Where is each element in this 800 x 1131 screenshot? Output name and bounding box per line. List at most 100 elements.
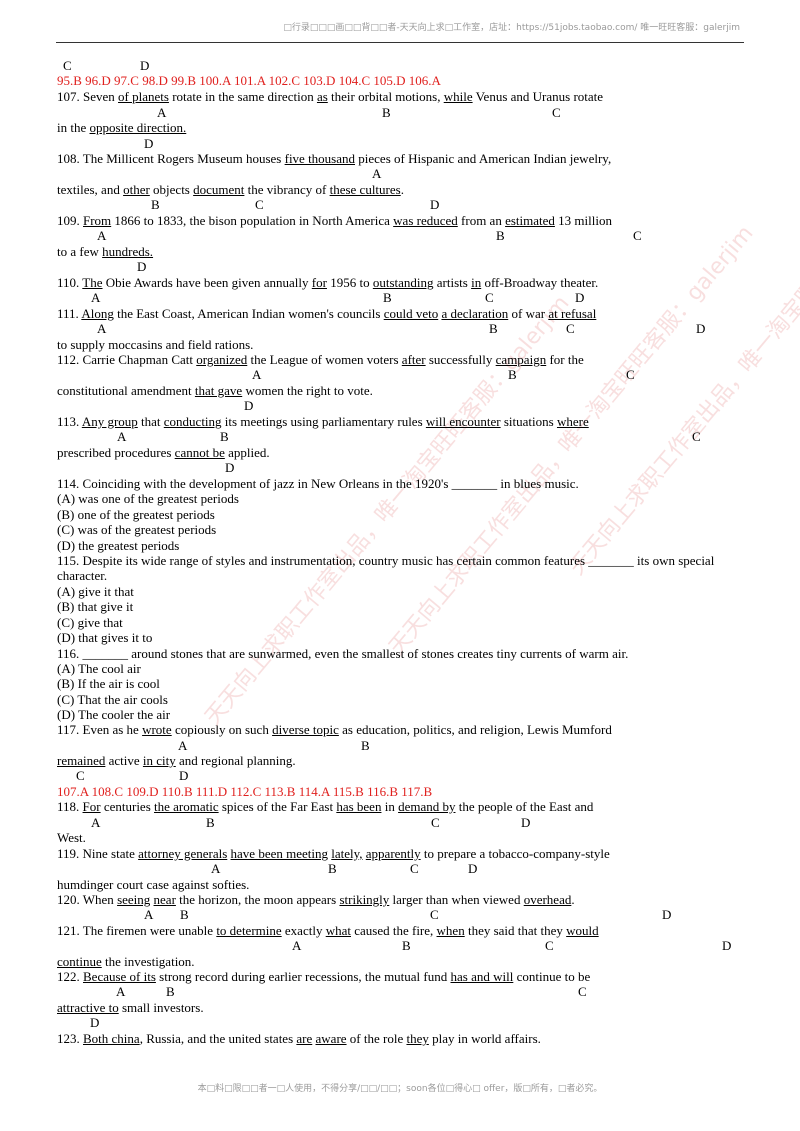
- text-line: (B) If the air is cool: [57, 676, 160, 691]
- option-letter: D: [696, 321, 706, 336]
- option-letter: B: [361, 738, 370, 753]
- option-letter: C: [63, 58, 72, 73]
- option-letter: B: [402, 938, 411, 953]
- text-line: in the opposite direction.: [57, 120, 187, 135]
- option-letter: D: [722, 938, 732, 953]
- option-letter: B: [328, 861, 337, 876]
- text-line: remained active in city and regional pla…: [57, 753, 296, 768]
- option-letter: A: [178, 738, 188, 753]
- text-line: 114. Coinciding with the development of …: [57, 476, 579, 491]
- text-line: humdinger court case against softies.: [57, 877, 250, 892]
- option-letter: D: [90, 1015, 100, 1030]
- text-line: (C) was of the greatest periods: [57, 522, 217, 537]
- option-letter: B: [151, 197, 160, 212]
- option-letter: D: [137, 259, 147, 274]
- text-line: 109. From 1866 to 1833, the bison popula…: [57, 213, 612, 228]
- option-letter: A: [292, 938, 302, 953]
- text-line: 122. Because of its strong record during…: [57, 969, 591, 984]
- text-line: to supply moccasins and field rations.: [57, 337, 254, 352]
- option-letter: A: [97, 321, 107, 336]
- option-letter: D: [662, 907, 672, 922]
- option-letter: D: [140, 58, 150, 73]
- text-line: (A) was one of the greatest periods: [57, 491, 239, 506]
- text-line: (D) the greatest periods: [57, 538, 180, 553]
- option-letter: D: [244, 398, 254, 413]
- text-line: (D) that gives it to: [57, 630, 153, 645]
- option-letter: B: [382, 105, 391, 120]
- watermark: 天天向上求职工作室出品，唯一淘宝旺旺客服：galerjim: [564, 141, 800, 580]
- option-letter: C: [552, 105, 561, 120]
- text-line: 116. _______ around stones that are sunw…: [57, 646, 629, 661]
- option-letter: C: [692, 429, 701, 444]
- page-footer: 本□料□限□□者一□人使用，不得分享/□□/□□；soon各位□得心□ offe…: [197, 1084, 603, 1094]
- option-letter: A: [91, 815, 101, 830]
- text-line: (C) give that: [57, 615, 123, 630]
- text-line: 123. Both china, Russia, and the united …: [57, 1031, 541, 1046]
- text-line: to a few hundreds.: [57, 244, 154, 259]
- option-letter: D: [430, 197, 440, 212]
- option-letter: A: [116, 984, 126, 999]
- option-letter: C: [410, 861, 419, 876]
- text-line: (A) give it that: [57, 584, 134, 599]
- option-letter: B: [508, 367, 517, 382]
- option-letter: D: [468, 861, 478, 876]
- option-letter: B: [489, 321, 498, 336]
- option-letter: C: [76, 768, 85, 783]
- text-line: continue the investigation.: [57, 954, 195, 969]
- option-letter: A: [91, 290, 101, 305]
- text-line: prescribed procedures cannot be applied.: [57, 445, 270, 460]
- option-letter: A: [117, 429, 127, 444]
- text-line: (B) one of the greatest periods: [57, 507, 215, 522]
- text-line: 119. Nine state attorney generals have b…: [57, 846, 610, 861]
- option-letter: A: [157, 105, 167, 120]
- text-line: West.: [57, 830, 86, 845]
- option-letter: A: [372, 166, 382, 181]
- header-divider: [56, 42, 744, 43]
- text-line: 113. Any group that conducting its meeti…: [57, 414, 589, 429]
- option-letter: A: [97, 228, 107, 243]
- answer-key-line: 95.B 96.D 97.C 98.D 99.B 100.A 101.A 102…: [57, 73, 441, 88]
- option-letter: D: [521, 815, 531, 830]
- option-letter: B: [180, 907, 189, 922]
- option-letter: C: [430, 907, 439, 922]
- option-letter: D: [179, 768, 189, 783]
- text-line: attractive to small investors.: [57, 1000, 204, 1015]
- option-letter: C: [431, 815, 440, 830]
- option-letter: B: [496, 228, 505, 243]
- option-letter: A: [252, 367, 262, 382]
- text-line: 112. Carrie Chapman Catt organized the L…: [57, 352, 584, 367]
- option-letter: B: [206, 815, 215, 830]
- text-line: 121. The firemen were unable to determin…: [57, 923, 599, 938]
- option-letter: C: [485, 290, 494, 305]
- option-letter: B: [383, 290, 392, 305]
- text-line: 110. The Obie Awards have been given ann…: [57, 275, 599, 290]
- text-line: 107. Seven of planets rotate in the same…: [57, 89, 604, 104]
- option-letter: C: [545, 938, 554, 953]
- text-line: 111. Along the East Coast, American Indi…: [57, 306, 597, 321]
- option-letter: D: [144, 136, 154, 151]
- option-letter: D: [575, 290, 585, 305]
- option-letter: A: [211, 861, 221, 876]
- text-line: constitutional amendment that gave women…: [57, 383, 373, 398]
- text-line: 108. The Millicent Rogers Museum houses …: [57, 151, 612, 166]
- text-line: character.: [57, 568, 108, 583]
- option-letter: C: [633, 228, 642, 243]
- text-line: (D) The cooler the air: [57, 707, 171, 722]
- option-letter: D: [225, 460, 235, 475]
- text-line: 117. Even as he wrote copiously on such …: [57, 722, 612, 737]
- page-header: □行录□□□画□□背□□者-天天向上求□工作室，店址：https://51job…: [283, 23, 740, 33]
- option-letter: B: [166, 984, 175, 999]
- option-letter: C: [566, 321, 575, 336]
- option-letter: A: [144, 907, 154, 922]
- answer-key-line: 107.A 108.C 109.D 110.B 111.D 112.C 113.…: [57, 784, 433, 799]
- text-line: (C) That the air cools: [57, 692, 168, 707]
- option-letter: C: [626, 367, 635, 382]
- text-line: 120. When seeing near the horizon, the m…: [57, 892, 575, 907]
- text-line: (A) The cool air: [57, 661, 141, 676]
- text-line: textiles, and other objects document the…: [57, 182, 404, 197]
- option-letter: B: [220, 429, 229, 444]
- text-line: 115. Despite its wide range of styles an…: [57, 553, 715, 568]
- option-letter: C: [255, 197, 264, 212]
- option-letter: C: [578, 984, 587, 999]
- text-line: (B) that give it: [57, 599, 134, 614]
